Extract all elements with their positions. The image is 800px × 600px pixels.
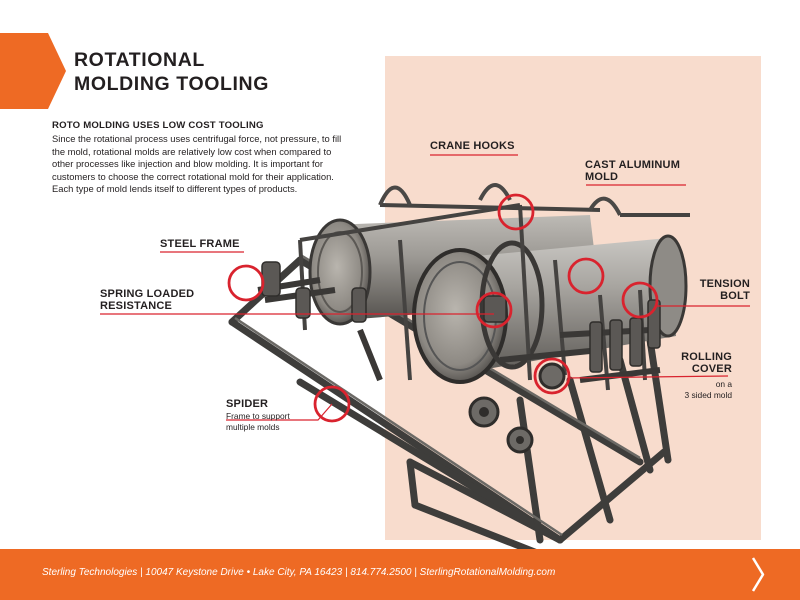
label-rolling-cover: ROLLING COVER [640, 351, 732, 375]
rolling-sub-line1: on a [715, 379, 732, 389]
intro-section: ROTO MOLDING USES LOW COST TOOLING Since… [52, 120, 348, 196]
callout-circle-cast-aluminum [567, 257, 605, 295]
label-tension-line2: BOLT [720, 290, 750, 302]
callout-circle-steel-frame [227, 264, 265, 302]
label-spring-line1: SPRING LOADED [100, 288, 195, 300]
chevron-right-icon[interactable] [748, 549, 770, 600]
page-title-line1: ROTATIONAL [74, 49, 205, 71]
label-cast-aluminum-mold: CAST ALUMINUM MOLD [585, 159, 680, 183]
label-steel-frame: STEEL FRAME [160, 238, 240, 250]
rolling-sub-line2: 3 sided mold [684, 389, 733, 400]
label-cast-aluminum-line2: MOLD [585, 171, 619, 183]
callout-circle-crane-hooks [497, 193, 535, 231]
label-spring-line2: RESISTANCE [100, 300, 173, 312]
spider-sub-line1: Frame to support [226, 411, 290, 421]
label-tension-line1: TENSION [699, 278, 750, 290]
label-rolling-line2: COVER [691, 363, 732, 375]
page-title: ROTATIONAL MOLDING TOOLING [74, 48, 269, 96]
label-spider: SPIDER [226, 398, 269, 410]
label-rolling-line1: ROLLING [681, 351, 732, 363]
footer-contact-text: Sterling Technologies | 10047 Keystone D… [42, 567, 556, 578]
intro-body: Since the rotational process uses centri… [52, 133, 342, 195]
callout-circle-tension-bolt [621, 281, 659, 319]
label-spider-subtext: Frame to support multiple molds [226, 411, 290, 432]
label-cast-aluminum-line1: CAST ALUMINUM [585, 159, 681, 171]
intro-heading: ROTO MOLDING USES LOW COST TOOLING [52, 120, 264, 131]
label-crane-hooks: CRANE HOOKS [430, 140, 515, 152]
label-rolling-cover-subtext: on a 3 sided mold [640, 379, 733, 400]
footer-bar: Sterling Technologies | 10047 Keystone D… [0, 549, 800, 600]
label-spring-loaded-resistance: SPRING LOADED RESISTANCE [100, 288, 194, 312]
callout-leader-lines [100, 154, 750, 421]
spider-sub-line2: multiple molds [226, 421, 280, 432]
page-title-line2: MOLDING TOOLING [74, 73, 269, 95]
callout-circle-spider [313, 385, 351, 423]
label-tension-bolt: TENSION BOLT [660, 278, 750, 302]
crane-hook-arcs [378, 183, 622, 216]
title-tab-arrow [0, 33, 66, 109]
callout-circles [227, 193, 659, 423]
callout-circle-rolling-cover [533, 357, 571, 395]
callout-circle-spring-loaded [475, 291, 513, 329]
wheels [468, 362, 566, 454]
